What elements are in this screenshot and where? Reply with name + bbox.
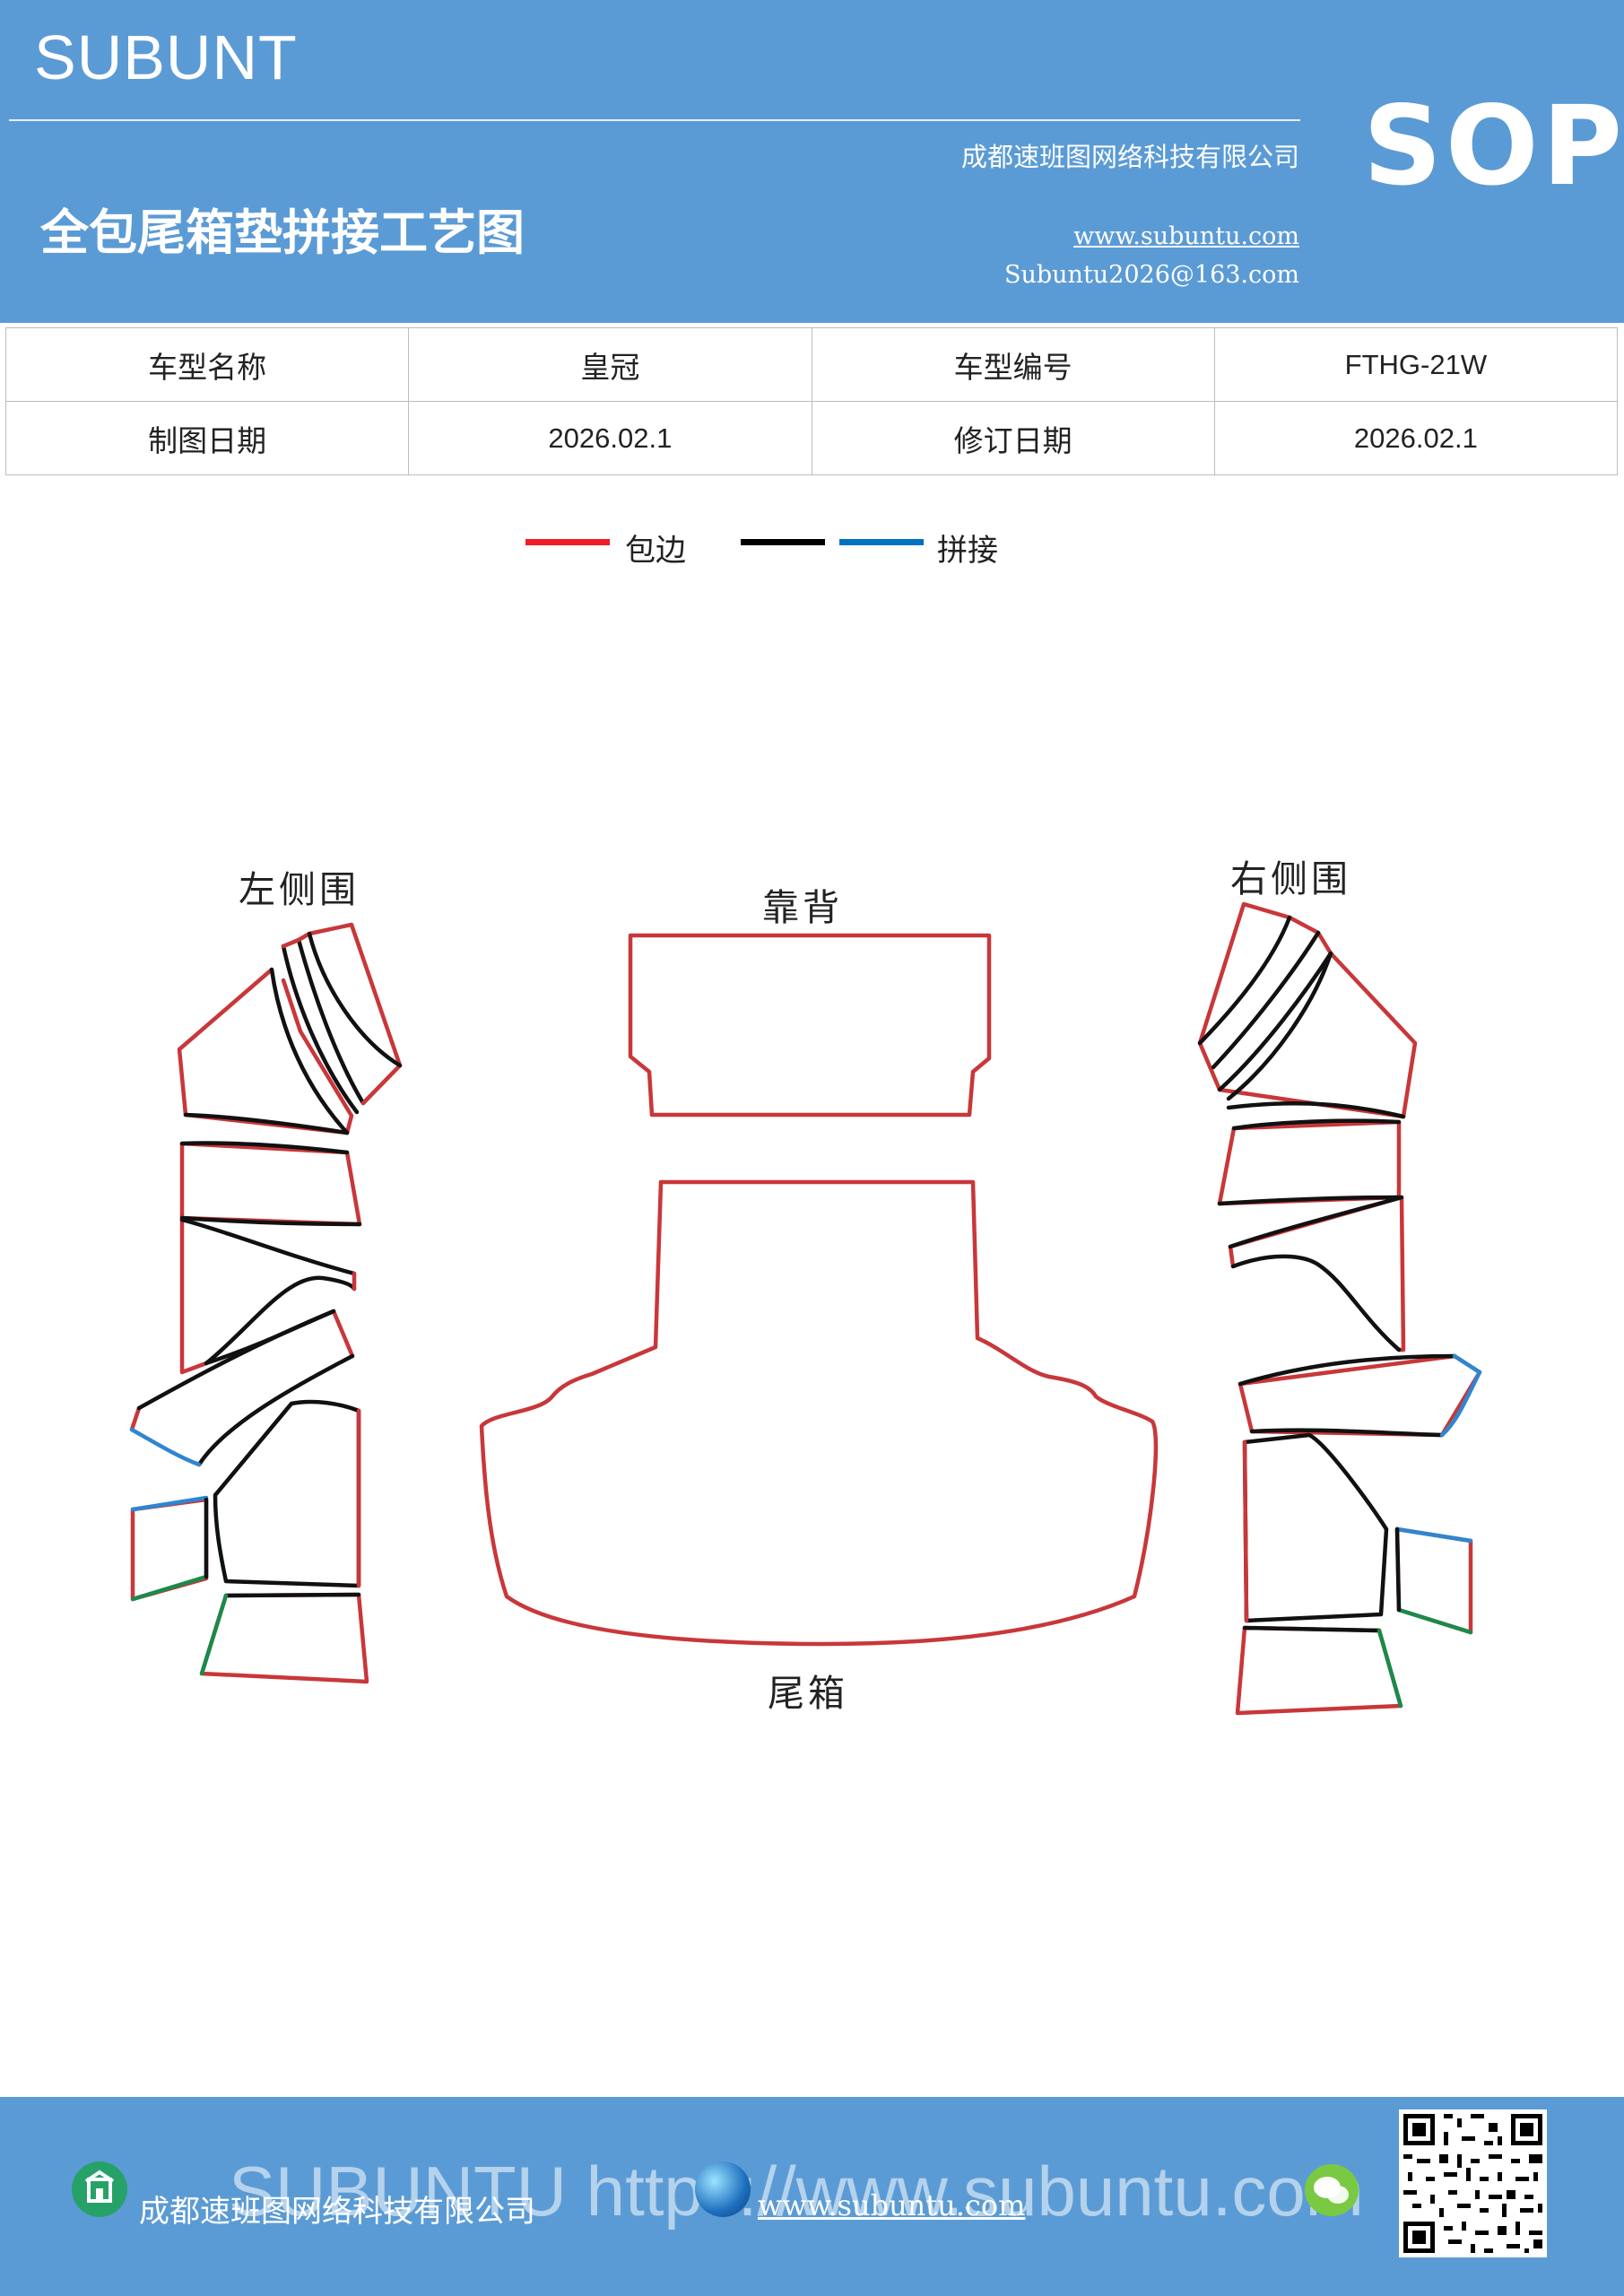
vehicle-info-table: 车型名称 皇冠 车型编号 FTHG-21W 制图日期 2026.02.1 修订日… [4,327,1619,475]
globe-icon [695,2161,751,2217]
footer-website-link[interactable]: www.subuntu.com [758,2188,1026,2222]
brand-name: SUBUNT [34,22,298,92]
table-cell: 车型名称 [4,327,410,402]
building-icon [72,2161,127,2217]
footer-banner: SUBUNTU https://www.subuntu.com 成都速班图网络科… [0,2097,1624,2296]
table-cell: 修订日期 [811,401,1215,475]
website-link[interactable]: www.subuntu.com [1073,222,1299,250]
email-address: Subuntu2026@163.com [1004,261,1299,289]
label-trunk: 尾箱 [768,1672,848,1715]
sop-mark: SOP [1363,83,1624,210]
table-cell: FTHG-21W [1213,327,1619,402]
header-divider [9,119,1300,121]
backrest-panel [628,933,992,1118]
label-left-side: 左侧围 [239,868,360,911]
legend-swatch-seam [741,539,825,545]
footer-company: 成都速班图网络科技有限公司 [139,2194,535,2230]
right-side-pieces [1197,901,1482,1716]
legend-label-edge: 包边 [625,533,686,569]
table-cell: 2026.02.1 [1213,401,1619,475]
table-cell: 皇冠 [408,327,812,402]
trunk-panel [479,1179,1159,1647]
table-row: 制图日期 2026.02.1 修订日期 2026.02.1 [4,401,1619,475]
wechat-icon [1305,2164,1359,2216]
table-cell: 车型编号 [811,327,1215,402]
header-banner: SUBUNT 全包尾箱垫拼接工艺图 成都速班图网络科技有限公司 www.subu… [0,0,1624,323]
company-name: 成都速班图网络科技有限公司 [960,142,1299,172]
label-backrest: 靠背 [762,886,843,929]
line-legend: 包边 拼接 [0,526,1624,579]
table-row: 车型名称 皇冠 车型编号 FTHG-21W [4,327,1619,402]
legend-label-splice: 拼接 [937,533,998,569]
legend-swatch-edge [525,539,610,545]
footer-watermark: SUBUNTU https://www.subuntu.com [229,2152,1364,2231]
table-cell: 2026.02.1 [408,401,812,475]
qr-code-icon [1399,2109,1547,2257]
table-cell: 制图日期 [4,401,410,475]
document-title: 全包尾箱垫拼接工艺图 [40,204,525,261]
legend-swatch-splice [839,539,924,545]
label-right-side: 右侧围 [1230,857,1351,900]
left-side-pieces [129,922,403,1684]
